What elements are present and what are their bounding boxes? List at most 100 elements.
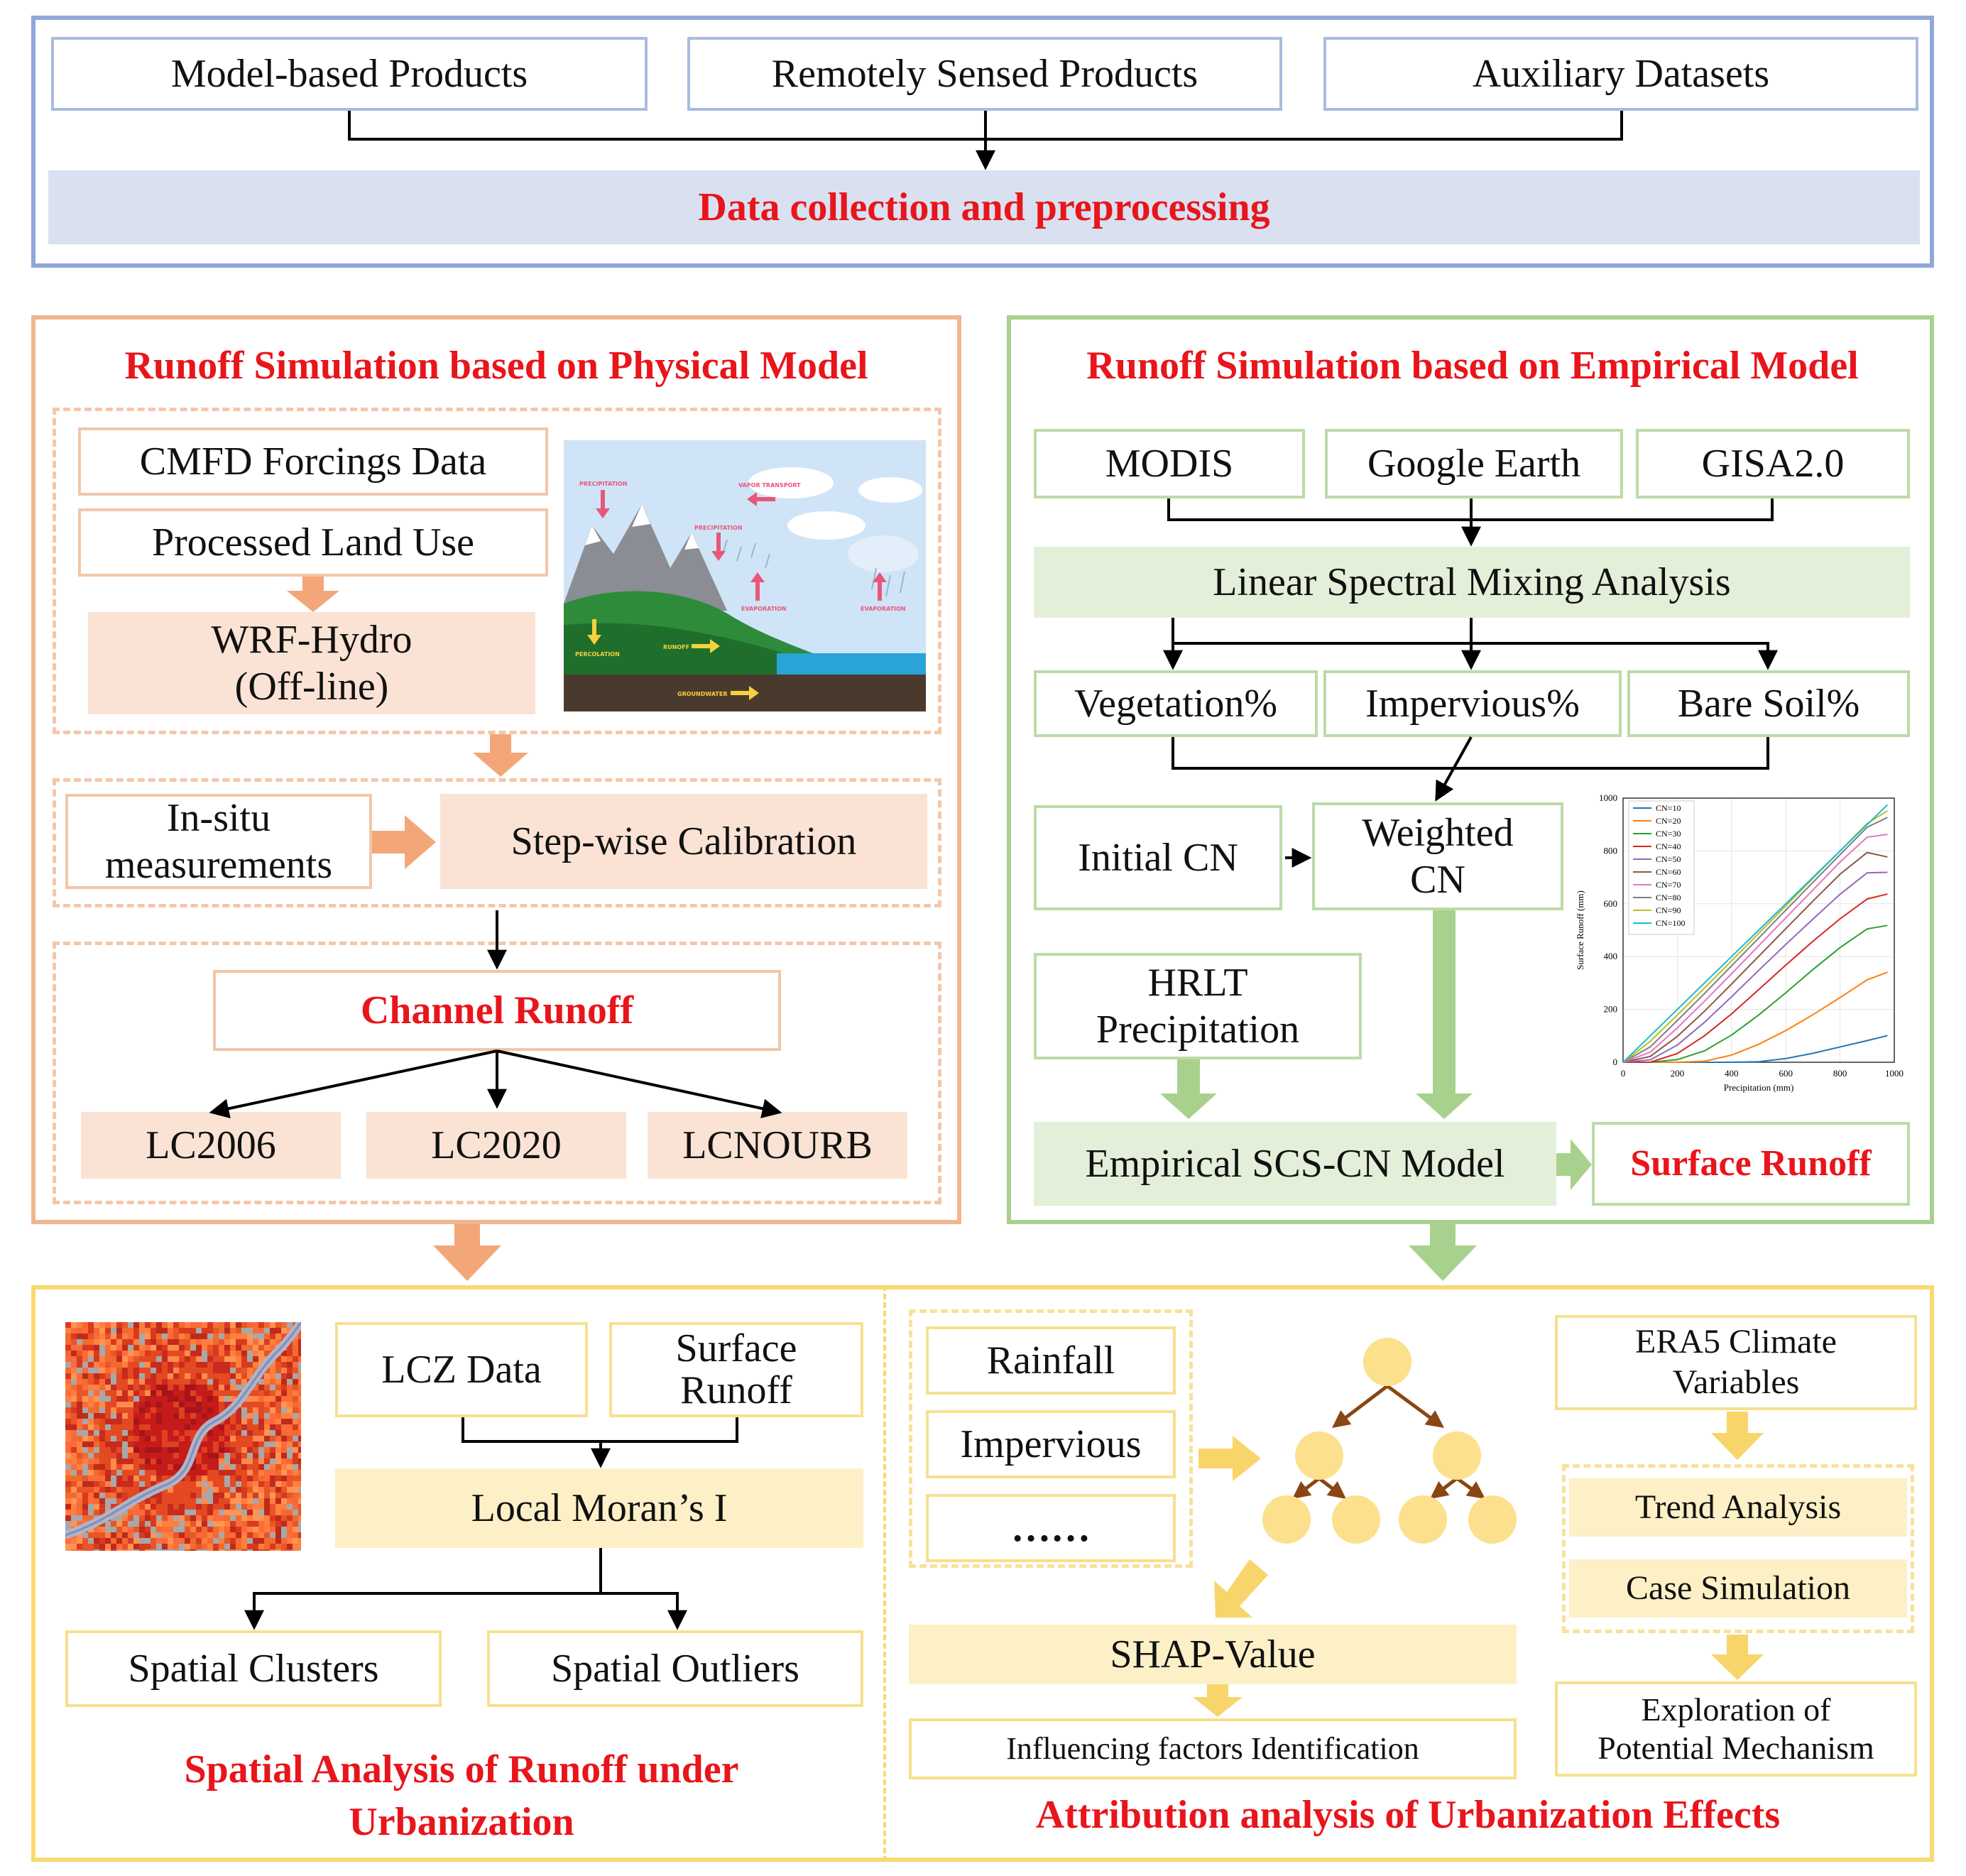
evaporation-label-1: EVAPORATION — [741, 606, 787, 612]
era5-label: ERA5 Climate — [1635, 1323, 1837, 1361]
series-line-cn-50 — [1622, 871, 1888, 1063]
auxiliary-datasets-label: Auxiliary Datasets — [1472, 51, 1770, 96]
scs-to-surface-arrow — [1556, 1139, 1592, 1190]
decision-tree-icon — [1262, 1338, 1517, 1544]
vegetation-fraction-box: Vegetation% — [1034, 670, 1318, 737]
series-line-cn-40 — [1623, 893, 1888, 1063]
data-collection-banner: Data collection and preprocessing — [48, 170, 1920, 244]
evaporation-label-2: EVAPORATION — [861, 606, 906, 612]
moran-join-line — [462, 1417, 738, 1443]
hrlt-precipitation-box: HRLT Precipitation — [1034, 953, 1362, 1059]
legend-label: CN=10 — [1656, 803, 1681, 813]
google-earth-label: Google Earth — [1367, 441, 1581, 486]
scenario-lcnourb-label: LCNOURB — [682, 1123, 873, 1167]
factors-to-tree-arrow — [1198, 1436, 1261, 1481]
hrlt-to-scs-arrow — [1160, 1059, 1217, 1119]
bare-soil-fraction-label: Bare Soil% — [1677, 681, 1860, 726]
physical-to-spatial-arrow — [433, 1224, 501, 1281]
era5-to-analysis-arrow — [1711, 1412, 1764, 1460]
channel-runoff-label: Channel Runoff — [360, 988, 634, 1032]
cmfd-forcings-box: CMFD Forcings Data — [78, 427, 548, 496]
google-earth-box: Google Earth — [1325, 429, 1623, 498]
exploration-box: Exploration of Potential Mechanism — [1555, 1681, 1917, 1777]
measurements-label: measurements — [104, 843, 333, 887]
auxiliary-datasets-box: Auxiliary Datasets — [1323, 37, 1918, 111]
weighted-to-scs-arrow — [1416, 910, 1473, 1119]
spatial-analysis-title: Spatial Analysis of Runoff under Urbaniz… — [43, 1738, 880, 1855]
rainfall-box: Rainfall — [926, 1326, 1176, 1395]
runoff-label: RUNOFF — [663, 644, 689, 650]
spatial-clusters-label: Spatial Clusters — [128, 1646, 379, 1691]
y-tick-label: 1000 — [1599, 792, 1617, 803]
water-cycle-illustration: PRECIPITATION VAPOR TRANSPORT PRECIPITAT… — [564, 440, 926, 711]
insitu-label: In-situ — [166, 795, 271, 840]
wrf-hydro-label: WRF-Hydro — [211, 617, 413, 662]
data-collection-panel — [31, 16, 1934, 268]
bare-soil-fraction-box: Bare Soil% — [1627, 670, 1910, 737]
empirical-model-panel — [1007, 315, 1934, 1224]
modis-label: MODIS — [1105, 441, 1234, 486]
trend-analysis-box: Trend Analysis — [1569, 1478, 1907, 1537]
analysis-group — [1562, 1464, 1914, 1633]
surface-runoff-input-label: Surface — [675, 1326, 797, 1371]
forcing-to-calibration-arrow — [473, 734, 528, 777]
surface-runoff-input-box: Surface Runoff — [609, 1322, 863, 1417]
empirical-model-title: Runoff Simulation based on Empirical Mod… — [1020, 334, 1926, 398]
vapor-transport-label: VAPOR TRANSPORT — [738, 482, 801, 489]
processed-land-use-label: Processed Land Use — [151, 520, 475, 565]
scenario-lc2006-label: LC2006 — [146, 1123, 276, 1167]
stepwise-calibration-label: Step-wise Calibration — [510, 819, 857, 863]
influencing-factors-label: Influencing factors Identification — [1006, 1731, 1419, 1767]
hrlt-label: HRLT — [1147, 960, 1248, 1005]
series-line-cn-80 — [1622, 817, 1888, 1063]
scenario-lc2020: LC2020 — [366, 1112, 626, 1179]
chart-background — [1566, 790, 1911, 1103]
to-outliers-arrow — [601, 1592, 687, 1630]
y-tick-label: 800 — [1604, 845, 1618, 856]
legend-label: CN=90 — [1656, 905, 1681, 915]
green-flow-arrows — [1160, 910, 1592, 1281]
stepwise-calibration-box: Step-wise Calibration — [440, 794, 927, 889]
more-factors-box: …… — [926, 1494, 1176, 1562]
channel-to-lcnourb-arrow — [496, 1049, 782, 1118]
modis-box: MODIS — [1034, 429, 1305, 498]
remotely-sensed-products-box: Remotely Sensed Products — [687, 37, 1282, 111]
spatial-analysis-panel — [31, 1285, 883, 1862]
x-tick-label: 800 — [1833, 1068, 1847, 1079]
to-clusters-arrow — [244, 1548, 602, 1630]
impervious-fraction-box: Impervious% — [1323, 670, 1622, 737]
insitu-to-calibration-arrow — [372, 815, 436, 869]
impervious-factor-box: Impervious — [926, 1410, 1176, 1478]
lcz-runoff-map — [65, 1322, 301, 1551]
calibration-group — [53, 778, 941, 907]
surface-runoff-output-label: Surface Runoff — [1630, 1143, 1872, 1184]
case-simulation-label: Case Simulation — [1626, 1569, 1850, 1607]
vegetation-fraction-label: Vegetation% — [1074, 681, 1278, 726]
groundwater-label: GROUNDWATER — [677, 691, 727, 697]
legend-label: CN=100 — [1656, 918, 1685, 928]
series-line-cn-60 — [1622, 851, 1888, 1063]
series-line-cn-100 — [1622, 804, 1889, 1063]
precipitation-label-1: PRECIPITATION — [579, 481, 628, 487]
era5-box: ERA5 Climate Variables — [1555, 1315, 1917, 1410]
lcz-data-box: LCZ Data — [335, 1322, 588, 1417]
x-tick-label: 1000 — [1885, 1068, 1904, 1079]
weighted-cn-label: Weighted — [1362, 810, 1514, 855]
wrf-hydro-mode-label: (Off-line) — [234, 665, 389, 709]
lsma-box: Linear Spectral Mixing Analysis — [1034, 547, 1910, 618]
shap-to-influencing-arrow — [1193, 1684, 1243, 1717]
physical-model-title-text: Runoff Simulation based on Physical Mode… — [124, 343, 868, 388]
legend-label: CN=40 — [1656, 841, 1681, 851]
attribution-title-text: Attribution analysis of Urbanization Eff… — [1035, 1792, 1781, 1837]
x-tick-label: 0 — [1621, 1068, 1626, 1079]
processed-land-use-box: Processed Land Use — [78, 508, 548, 577]
insitu-measurements-box: In-situ measurements — [65, 794, 372, 889]
rainfall-label: Rainfall — [986, 1338, 1115, 1383]
influencing-factors-box: Influencing factors Identification — [909, 1718, 1517, 1779]
y-tick-label: 200 — [1604, 1004, 1618, 1015]
more-factors-label: …… — [1011, 1505, 1091, 1550]
exploration-sub-label: Potential Mechanism — [1598, 1730, 1874, 1766]
legend-label: CN=30 — [1656, 829, 1681, 839]
percolation-label: PERCOLATION — [575, 651, 620, 658]
